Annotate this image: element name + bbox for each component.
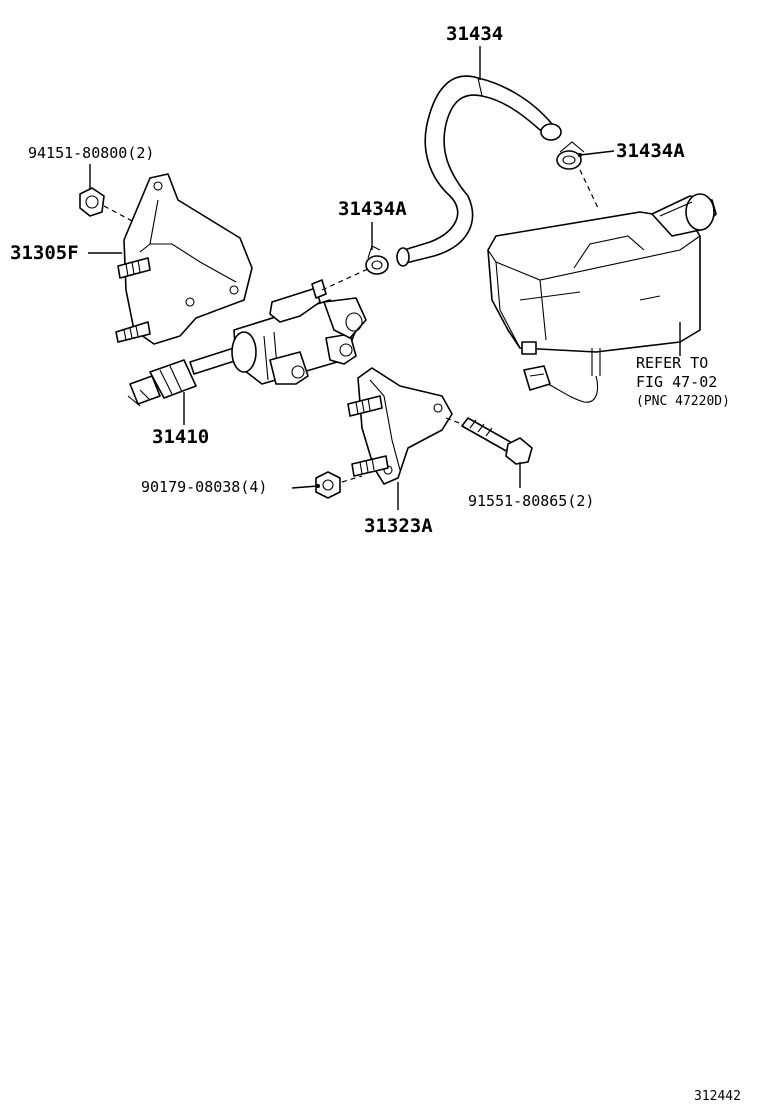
reservoir-tank[interactable] xyxy=(487,193,717,403)
assembly-dashed-lines xyxy=(103,169,599,483)
nut-94151-80800[interactable] xyxy=(79,187,105,217)
master-cylinder-31410[interactable] xyxy=(127,279,367,407)
label-refer-line3: (PNC 47220D) xyxy=(636,394,730,409)
label-clamp-31434a-right: 31434A xyxy=(616,140,685,162)
label-refer-line1: REFER TO xyxy=(636,354,708,372)
label-refer-line2: FIG 47-02 xyxy=(636,373,717,391)
bracket-31305f[interactable] xyxy=(115,173,253,345)
label-bolt-91551: 91551-80865(2) xyxy=(468,492,594,510)
figure-id: 312442 xyxy=(694,1089,741,1104)
clamp-31434a-right[interactable] xyxy=(556,141,585,170)
label-master-cylinder-31410: 31410 xyxy=(152,426,209,448)
leader-lines xyxy=(88,46,681,510)
bracket-31323a[interactable] xyxy=(347,367,453,485)
bolt-91551-80865[interactable] xyxy=(461,417,533,465)
label-hose-31434: 31434 xyxy=(446,23,503,45)
hose-31434[interactable] xyxy=(396,75,562,267)
label-bracket-31323a: 31323A xyxy=(364,515,433,537)
label-clamp-31434a-left: 31434A xyxy=(338,198,407,220)
label-nut-94151: 94151-80800(2) xyxy=(28,144,154,162)
clamp-31434a-left[interactable] xyxy=(365,245,389,275)
nut-90179-08038[interactable] xyxy=(315,471,341,499)
label-bracket-31305f: 31305F xyxy=(10,242,79,264)
label-nut-90179: 90179-08038(4) xyxy=(141,478,267,496)
